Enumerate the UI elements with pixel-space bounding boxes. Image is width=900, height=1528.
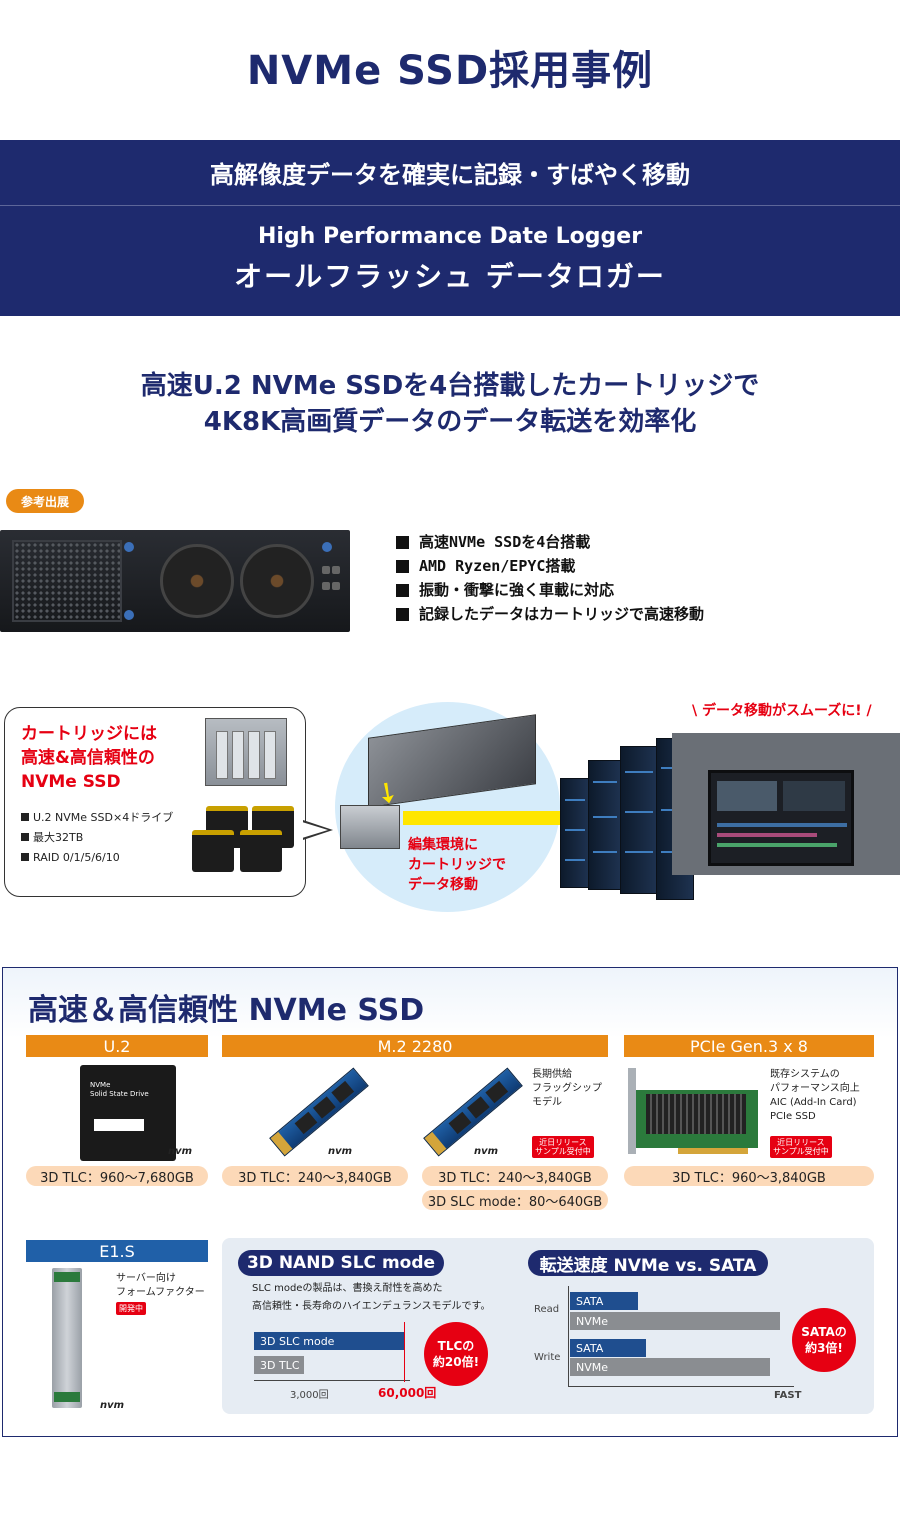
pcie-capacity: 3D TLC：960〜3,840GB <box>624 1166 874 1186</box>
page-title: NVMe SSD採用事例 <box>246 48 654 94</box>
nvme-read-bar: NVMe <box>570 1312 780 1330</box>
speed-chip: 転送速度 NVMe vs. SATA <box>528 1250 768 1276</box>
bullet-icon <box>396 559 409 573</box>
ssd-image <box>240 830 282 872</box>
sata-read-bar: SATA <box>570 1292 638 1310</box>
vent-grille <box>12 540 122 622</box>
read-label: Read <box>534 1304 560 1315</box>
callout-title: カートリッジには 高速&高信頼性の NVMe SSD <box>21 724 157 792</box>
e1s-note: サーバー向けフォームファクター <box>116 1273 205 1298</box>
spec-item: RAID 0/1/5/6/10 <box>21 848 173 868</box>
fast-label: FAST <box>774 1390 802 1401</box>
thumbscrew-icon <box>322 542 332 552</box>
banner-subtitle-en: High Performance Date Logger <box>257 224 643 249</box>
u2-header: U.2 <box>26 1035 208 1057</box>
m2-capacity: 3D TLC：240〜3,840GB <box>422 1166 608 1186</box>
feature-item: 記録したデータはカートリッジで高速移動 <box>396 602 704 626</box>
spec-item: U.2 NVMe SSD×4ドライブ <box>21 808 173 828</box>
bullet-icon <box>396 583 409 597</box>
u2-capacity: 3D TLC：960〜7,680GB <box>26 1166 208 1186</box>
m2-note: 長期供給フラッグシップモデル <box>532 1069 602 1108</box>
editing-screen <box>708 770 854 866</box>
e1s-header: E1.S <box>26 1240 208 1262</box>
tlc-bar: 3D TLC <box>254 1356 304 1374</box>
development-tag: 開発中 <box>116 1302 146 1315</box>
bullet-icon <box>396 535 409 549</box>
cartridge-image <box>340 805 400 849</box>
sata-write-bar: SATA <box>570 1339 646 1357</box>
write-label: Write <box>534 1352 561 1363</box>
transfer-arrow-icon <box>403 811 571 825</box>
port-icon <box>322 582 330 590</box>
smooth-transfer-caption: \ データ移動がスムーズに! / <box>692 703 872 719</box>
ssd-image <box>192 830 234 872</box>
cartridge-cage-image <box>205 718 287 786</box>
slc-bar: 3D SLC mode <box>254 1332 404 1350</box>
m2-slc-capacity: 3D SLC mode：80〜640GB <box>422 1190 608 1210</box>
lead-line-1: 高速U.2 NVMe SSDを4台搭載したカートリッジで <box>140 371 760 401</box>
nvme-write-bar: NVMe <box>570 1358 770 1376</box>
slc-description: SLC modeの製品は、書換え耐性を高めた高信頼性・長寿命のハイエンデュランス… <box>252 1283 491 1312</box>
circle-caption: 編集環境に カートリッジで データ移動 <box>408 837 506 893</box>
nvm-express-logo: nvm <box>100 1400 125 1411</box>
m2-header: M.2 2280 <box>222 1035 608 1057</box>
spec-item: 最大32TB <box>21 828 173 848</box>
pcie-card-image <box>628 1068 764 1154</box>
feature-item: 高速NVMe SSDを4台搭載 <box>396 530 704 554</box>
pcie-header: PCIe Gen.3 x 8 <box>624 1035 874 1057</box>
nvm-express-logo: nvm <box>328 1146 353 1157</box>
port-icon <box>332 566 340 574</box>
banner-subtitle-jp: オールフラッシュ データロガー <box>234 260 666 293</box>
data-logger-device-image <box>0 530 350 632</box>
banner-headline: 高解像度データを確実に記録・すばやく移動 <box>0 140 900 206</box>
feature-item: 振動・衝撃に強く車載に対応 <box>396 578 704 602</box>
thumbscrew-icon <box>124 542 134 552</box>
slc-badge: TLCの約20倍! <box>424 1322 488 1386</box>
speed-badge: SATAの約3倍! <box>792 1308 856 1372</box>
nvm-express-logo: nvm <box>474 1146 499 1157</box>
nvm-express-logo: nvm <box>168 1146 193 1157</box>
slc-chip: 3D NAND SLC mode <box>238 1250 444 1276</box>
tick-60000: 60,000回 <box>378 1386 437 1400</box>
thumbscrew-icon <box>124 610 134 620</box>
e1s-ssd-image <box>52 1268 82 1408</box>
feature-list: 高速NVMe SSDを4台搭載 AMD Ryzen/EPYC搭載 振動・衝撃に強… <box>396 530 704 626</box>
fan-icon <box>240 544 314 618</box>
lead-text: 高速U.2 NVMe SSDを4台搭載したカートリッジで 4K8K高画質データの… <box>0 368 900 440</box>
panel-title: 高速＆高信頼性 NVMe SSD <box>28 993 425 1028</box>
lead-line-2: 4K8K高画質データのデータ転送を効率化 <box>203 407 697 437</box>
exhibit-badge: 参考出展 <box>6 489 84 513</box>
m2-capacity: 3D TLC：240〜3,840GB <box>222 1166 408 1186</box>
release-tag: 近日リリースサンプル受付中 <box>532 1136 594 1158</box>
case-banner: 高解像度データを確実に記録・すばやく移動 High Performance Da… <box>0 140 900 316</box>
fan-icon <box>160 544 234 618</box>
callout-specs: U.2 NVMe SSD×4ドライブ 最大32TB RAID 0/1/5/6/1… <box>21 808 173 868</box>
port-icon <box>332 582 340 590</box>
bullet-icon <box>396 607 409 621</box>
release-tag: 近日リリースサンプル受付中 <box>770 1136 832 1158</box>
port-icon <box>322 566 330 574</box>
tick-3000: 3,000回 <box>290 1390 329 1401</box>
feature-item: AMD Ryzen/EPYC搭載 <box>396 554 704 578</box>
